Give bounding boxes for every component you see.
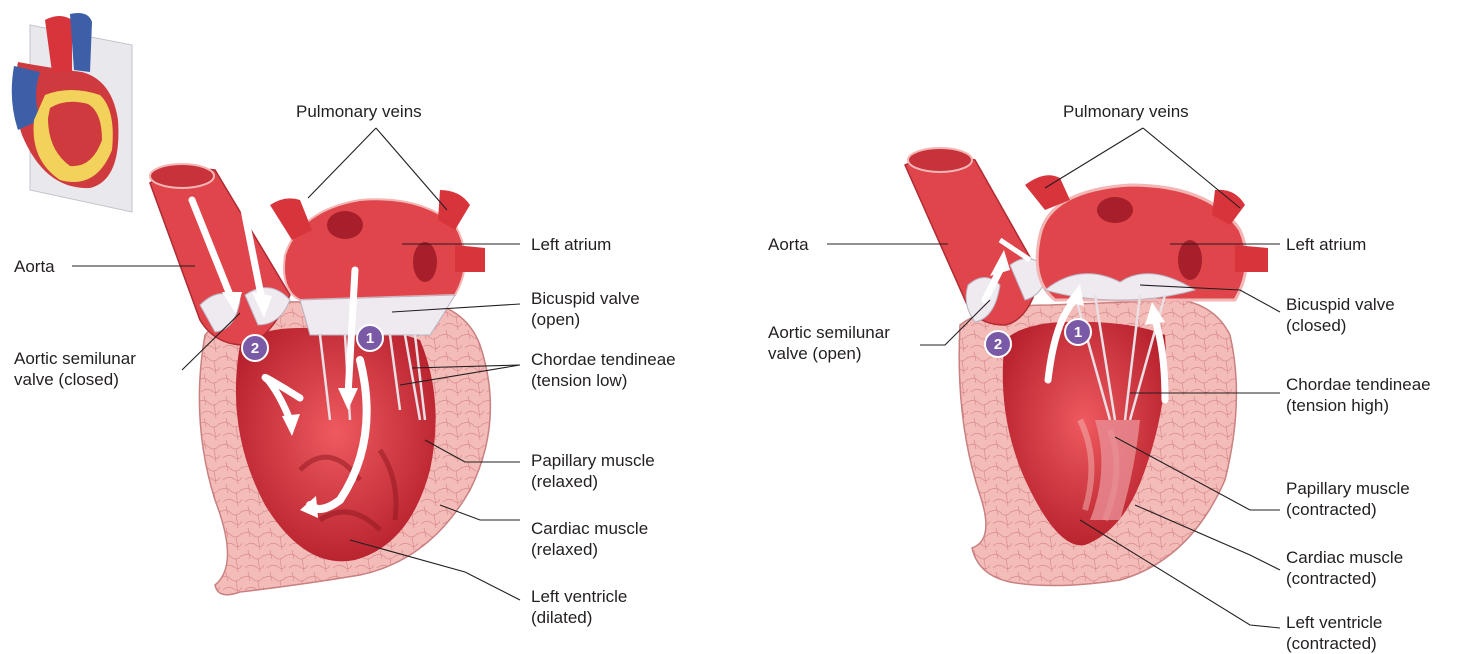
step-marker-1-left: 1: [357, 325, 383, 351]
label-pulmonary-veins-left: Pulmonary veins: [296, 101, 422, 122]
label-left-atrium-left: Left atrium: [531, 234, 611, 255]
right-heart-systole: [905, 148, 1268, 586]
step-marker-1-right: 1: [1065, 319, 1091, 345]
label-pulmonary-veins-right: Pulmonary veins: [1063, 101, 1189, 122]
label-papillary-muscle-left: Papillary muscle(relaxed): [531, 450, 655, 492]
step-marker-label: 1: [1074, 324, 1082, 341]
label-papillary-muscle-right: Papillary muscle(contracted): [1286, 478, 1410, 520]
label-left-ventricle-right: Left ventricle(contracted): [1286, 612, 1382, 654]
orientation-thumbnail: [12, 13, 132, 212]
left-heart-diastole: [150, 164, 490, 595]
label-aorta-left: Aorta: [14, 256, 55, 277]
label-chordae-tendineae-right: Chordae tendineae(tension high): [1286, 374, 1431, 416]
step-marker-label: 2: [994, 336, 1002, 353]
label-chordae-tendineae-left: Chordae tendineae(tension low): [531, 349, 676, 391]
step-marker-label: 1: [366, 330, 374, 347]
label-cardiac-muscle-left: Cardiac muscle(relaxed): [531, 518, 648, 560]
label-left-atrium-right: Left atrium: [1286, 234, 1366, 255]
step-marker-label: 2: [251, 340, 259, 357]
step-marker-2-left: 2: [242, 335, 268, 361]
label-cardiac-muscle-right: Cardiac muscle(contracted): [1286, 547, 1403, 589]
label-bicuspid-valve-right: Bicuspid valve(closed): [1286, 294, 1395, 336]
step-marker-2-right: 2: [985, 331, 1011, 357]
label-bicuspid-valve-left: Bicuspid valve(open): [531, 288, 640, 330]
label-left-ventricle-left: Left ventricle(dilated): [531, 586, 627, 628]
label-aorta-right: Aorta: [768, 234, 809, 255]
